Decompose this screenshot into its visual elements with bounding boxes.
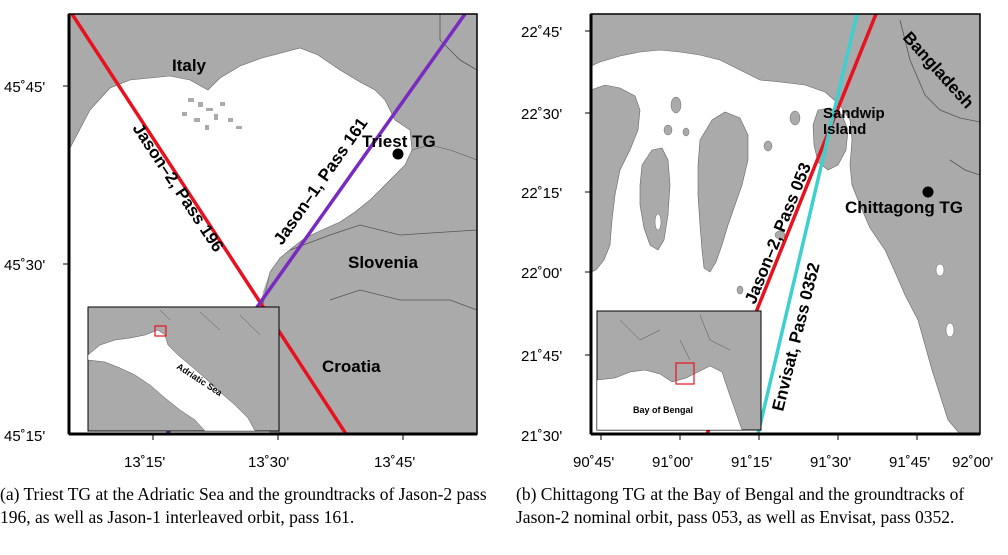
lon-tick-b-2: 91˚00' [652,454,693,471]
chittagong-tg-marker [922,186,934,198]
label-italy: Italy [172,56,207,75]
lon-tick-a-3: 13˚45' [374,454,415,471]
panel-a-lon-ticks: 13˚15' 13˚30' 13˚45' [124,434,415,471]
border-lines [289,14,477,311]
small-islands [654,96,955,338]
label-slovenia: Slovenia [348,253,418,272]
lon-tick-b-6: 92˚00' [952,454,993,471]
panel-b-lon-ticks: 90˚45' 91˚00' 91˚15' 91˚30' 91˚45' 92˚00… [573,434,993,471]
bhola-island [639,147,671,251]
lon-tick-b-5: 91˚45' [889,454,930,471]
lat-tick-b-3: 22˚15' [521,185,562,202]
hatiya-island [697,111,749,273]
lat-tick-b-5: 21˚45' [521,348,562,365]
caption-panel-a: (a) Triest TG at the Adriatic Sea and th… [0,484,487,527]
lon-tick-b-4: 91˚30' [810,454,851,471]
inset-b-locator-box [675,362,695,385]
inset-bengal: Bay of Bengal [596,310,762,431]
label-chittagong-tg: Chittagong TG [845,198,963,217]
inset-adriatic: Adriatic Sea [87,306,280,432]
caption-panel-b: (b) Chittagong TG at the Bay of Bengal a… [516,484,965,527]
bangladesh-mainland [591,14,980,434]
panel-a-lat-ticks: 45˚45' 45˚30' 45˚15' [4,79,69,445]
label-sandwip-island-2: Island [823,121,866,138]
lat-tick-b-6: 21˚30' [521,428,562,445]
label-croatia: Croatia [322,357,381,376]
triest-tg-marker [392,148,404,160]
venice-lagoon [182,98,242,130]
lat-tick-a-1: 45˚45' [4,79,45,96]
panel-b-lat-ticks: 22˚45' 22˚30' 22˚15' 22˚00' 21˚45' 21˚30… [521,24,591,445]
lon-tick-b-1: 90˚45' [573,454,614,471]
lat-tick-b-2: 22˚30' [521,106,562,123]
label-sandwip-island-1: Sandwip [823,105,885,122]
label-triest-tg: Triest TG [362,132,436,151]
lat-tick-a-2: 45˚30' [4,257,45,274]
inset-a-locator-box [154,325,167,337]
lat-tick-a-3: 45˚15' [4,428,45,445]
track-cyan-0352 [756,14,859,434]
lon-tick-b-3: 91˚15' [731,454,772,471]
lon-tick-a-2: 13˚30' [248,454,289,471]
west-island [591,84,641,273]
track-red-196 [70,14,348,434]
lat-tick-b-1: 22˚45' [521,24,562,41]
lon-tick-a-1: 13˚15' [124,454,165,471]
rivers [899,19,980,176]
label-bay-of-bengal: Bay of Bengal [633,405,693,415]
lat-tick-b-4: 22˚00' [521,265,562,282]
